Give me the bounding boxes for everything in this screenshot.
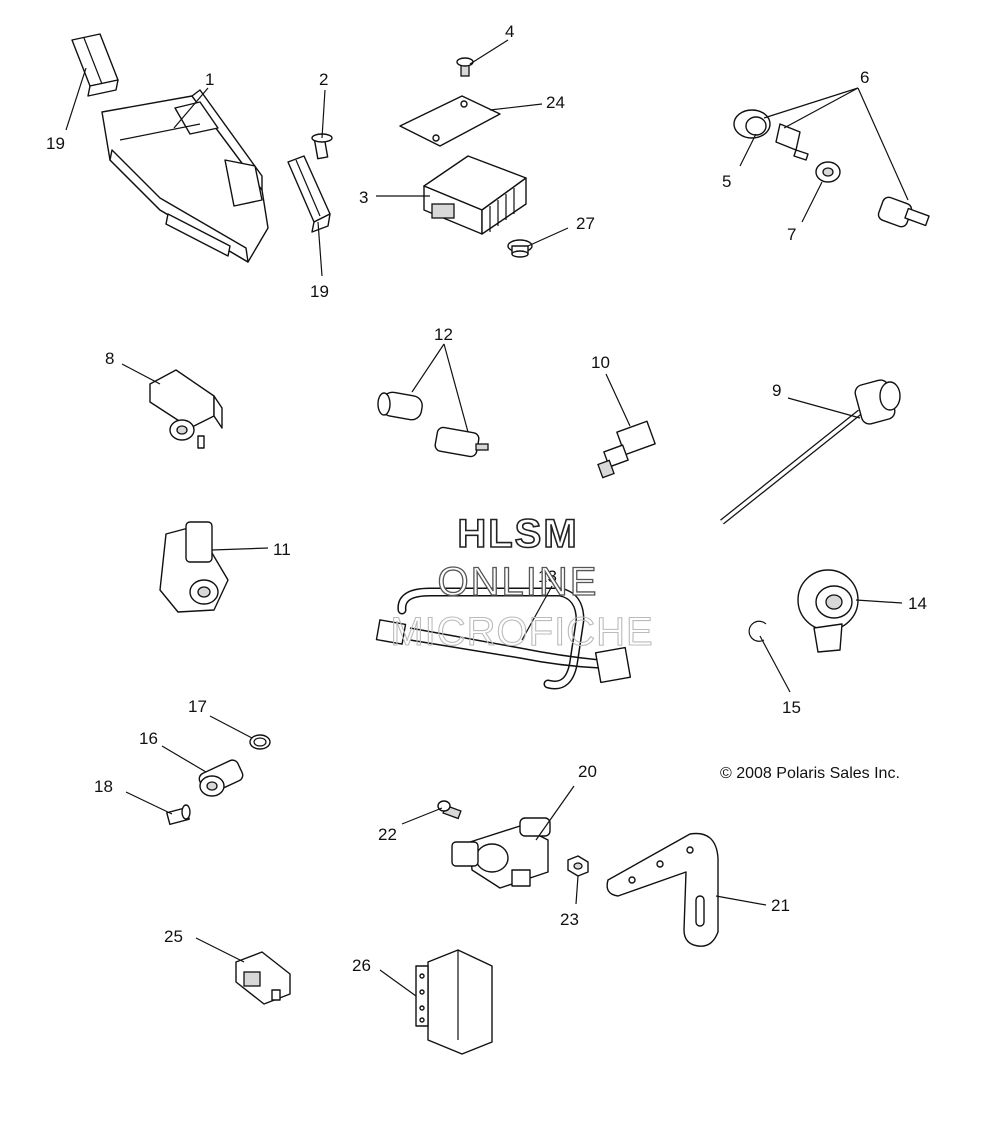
part-14-knock-sensor bbox=[797, 569, 859, 653]
copyright-text: © 2008 Polaris Sales Inc. bbox=[720, 765, 900, 782]
part-16-sensor bbox=[198, 759, 244, 797]
part-19-bracket-a bbox=[71, 33, 119, 97]
callout-27: 27 bbox=[576, 214, 595, 233]
callout-19-a: 19 bbox=[46, 134, 65, 153]
part-22-bolt bbox=[437, 800, 462, 820]
callout-labels: 1 2 3 4 5 6 7 8 9 10 11 12 13 14 15 16 1… bbox=[46, 22, 927, 975]
callout-22: 22 bbox=[378, 825, 397, 844]
callout-1: 1 bbox=[205, 70, 214, 89]
part-6-clip bbox=[775, 123, 809, 161]
part-26-module-box bbox=[415, 949, 493, 1055]
callout-11: 11 bbox=[273, 540, 291, 559]
callout-13: 13 bbox=[538, 567, 557, 586]
part-18-bolt bbox=[166, 804, 191, 826]
callout-17: 17 bbox=[188, 697, 207, 716]
part-25-relay bbox=[235, 951, 291, 1005]
leader-lines bbox=[65, 39, 909, 997]
part-6-sensor bbox=[877, 196, 930, 228]
callout-25: 25 bbox=[164, 927, 183, 946]
callout-12: 12 bbox=[434, 325, 453, 344]
callout-23: 23 bbox=[560, 910, 579, 929]
part-27-grommet bbox=[507, 239, 533, 258]
part-8-sensor bbox=[149, 369, 223, 449]
part-3-module bbox=[423, 155, 527, 235]
part-11-tps bbox=[159, 521, 229, 613]
part-21-bracket bbox=[606, 832, 719, 947]
part-13-harness bbox=[375, 587, 632, 690]
part-9-probe-sensor bbox=[720, 379, 901, 525]
callout-3: 3 bbox=[359, 188, 368, 207]
part-1-ecu bbox=[101, 89, 269, 263]
part-20-valve bbox=[451, 817, 551, 889]
part-15-clip bbox=[748, 620, 767, 642]
callout-2: 2 bbox=[319, 70, 328, 89]
callout-7: 7 bbox=[787, 225, 796, 244]
callout-10: 10 bbox=[591, 353, 610, 372]
callout-5: 5 bbox=[722, 172, 731, 191]
callout-15: 15 bbox=[782, 698, 801, 717]
callout-16: 16 bbox=[139, 729, 158, 748]
callout-14: 14 bbox=[908, 594, 927, 613]
watermark-line-3: MICROFICHE bbox=[390, 610, 653, 654]
callout-8: 8 bbox=[105, 349, 114, 368]
callout-18: 18 bbox=[94, 777, 113, 796]
part-5-ring bbox=[733, 109, 771, 139]
watermark-line-2: ONLINE bbox=[438, 560, 599, 604]
callout-20: 20 bbox=[578, 762, 597, 781]
watermark-line-1: HLSM bbox=[457, 512, 578, 556]
part-19-bracket-b bbox=[287, 155, 331, 233]
part-4-screw bbox=[456, 57, 474, 77]
part-24-cover bbox=[399, 95, 501, 147]
callout-19-b: 19 bbox=[310, 282, 329, 301]
part-7-nut bbox=[815, 161, 841, 183]
part-10-sensor bbox=[597, 420, 656, 479]
callout-4: 4 bbox=[505, 22, 514, 41]
callout-21: 21 bbox=[771, 896, 790, 915]
watermark: HLSM ONLINE MICROFICHE bbox=[390, 511, 653, 654]
part-17-oring bbox=[249, 734, 271, 750]
callout-6: 6 bbox=[860, 68, 869, 87]
callout-24: 24 bbox=[546, 93, 565, 112]
part-12-cylinders bbox=[377, 391, 489, 458]
callout-9: 9 bbox=[772, 381, 781, 400]
callout-26: 26 bbox=[352, 956, 371, 975]
part-23-nut bbox=[567, 855, 589, 877]
